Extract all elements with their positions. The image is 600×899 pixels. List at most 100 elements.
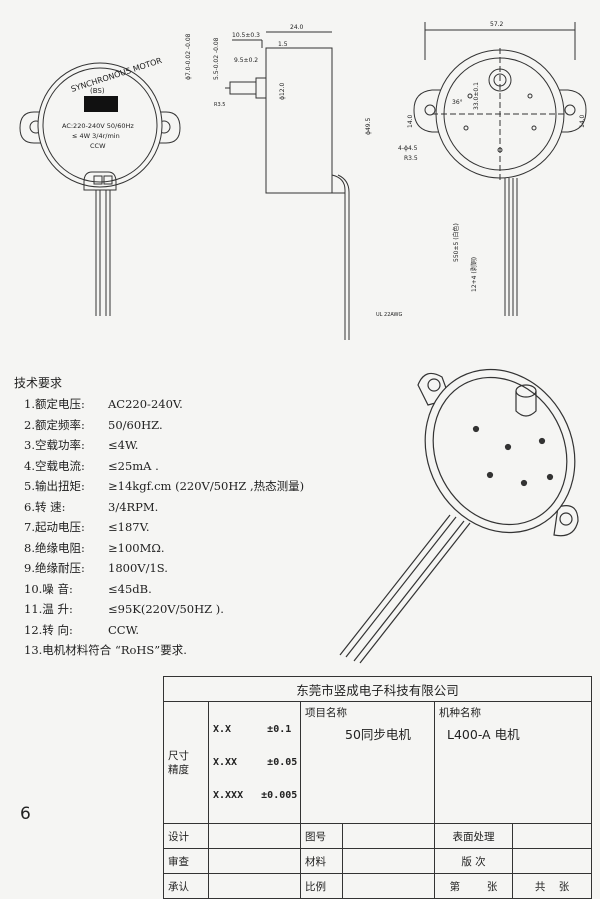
- requirement-item: 9.绝缘耐压: 1800V/1S.: [24, 558, 304, 579]
- side-view: [225, 31, 350, 340]
- requirement-key: 10.噪 音:: [24, 581, 73, 596]
- scale-value: [342, 873, 435, 899]
- requirement-item: 12.转 向: CCW.: [24, 620, 304, 641]
- requirement-item: 7.起动电压: ≤187V.: [24, 517, 304, 538]
- drawing-no-label: 图号: [300, 823, 343, 849]
- requirement-value: ≤25mA .: [108, 458, 159, 473]
- dim-d8: ϕ49.5: [365, 118, 372, 136]
- requirement-key: 11.温 升:: [24, 602, 73, 616]
- size-label: 尺寸: [168, 749, 189, 762]
- model-label: 机种名称: [439, 707, 481, 719]
- requirement-key: 13.电机材料符合 “RoHS”要求.: [24, 643, 187, 657]
- requirement-key: 5.输出扭矩:: [24, 479, 85, 493]
- requirement-item: 6.转 速: 3/4RPM.: [24, 497, 304, 518]
- project-value: 50同步电机: [345, 727, 411, 742]
- requirement-key: 7.起动电压:: [24, 520, 85, 534]
- dim-d1: 10.5±0.3: [232, 32, 260, 39]
- project-cell: 项目名称 50同步电机: [300, 701, 435, 824]
- dim-d12: 14.0: [407, 114, 414, 128]
- design-label: 设计: [163, 823, 209, 849]
- surface-value: [511, 823, 593, 849]
- requirement-item: 8.绝缘电阻: ≥100MΩ.: [24, 538, 304, 559]
- requirement-item: 4.空载电流: ≤25mA .: [24, 456, 304, 477]
- dim-d15: 550±5 (白色): [452, 223, 460, 262]
- tolerance-table: X.X ±0.1 X.XX ±0.05 X.XXX ±0.005: [208, 701, 301, 824]
- requirement-value: ≥14kgf.cm (220V/50HZ ,热态测量): [108, 479, 305, 493]
- requirement-value: AC220-240V.: [108, 397, 183, 411]
- dim-d4: 9.5±0.2: [234, 57, 258, 64]
- requirement-item: 1.额定电压: AC220-240V.: [24, 394, 304, 415]
- requirement-value: CCW.: [108, 622, 140, 637]
- requirement-item: 2.额定频率: 50/60HZ.: [24, 415, 304, 436]
- approve-label: 承认: [163, 873, 209, 899]
- motor-spec1-text: AC:220-240V 50/60Hz: [62, 122, 134, 130]
- design-value: [208, 823, 301, 849]
- precision-label: 精度: [168, 763, 189, 776]
- company-name: 东莞市竖成电子科技有限公司: [162, 676, 593, 702]
- dim-d6: 5.5-0.02 -0.08: [213, 37, 220, 80]
- dim-d14: R3.5: [404, 155, 418, 162]
- dim-d19: 14.0: [579, 114, 586, 128]
- motor-spec2-text: ≤ 4W 3/4r/min: [72, 132, 120, 140]
- requirement-value: 3/4RPM.: [108, 499, 159, 514]
- requirement-value: ≤95K(220V/50HZ ).: [108, 602, 224, 616]
- dim-d11: 33.0±0.1: [473, 82, 480, 110]
- model-value: L400-A 电机: [447, 727, 520, 742]
- requirement-key: 6.转 速:: [24, 499, 66, 514]
- requirement-key: 12.转 向:: [24, 622, 73, 637]
- technical-drawing: SYNCHRONOUS MOTOR (BS) AC:220-240V 50/60…: [19, 21, 587, 340]
- dim-d13: 4-ϕ4.5: [398, 145, 418, 152]
- dim-d10: 57.2: [490, 21, 504, 28]
- requirement-value: 50/60HZ.: [108, 417, 163, 432]
- version-value: [511, 848, 593, 874]
- requirement-value: ≥100MΩ.: [108, 540, 165, 555]
- title-block: 东莞市竖成电子科技有限公司 尺寸 精度 X.X ±0.1 X.XX ±0.05 …: [162, 676, 593, 899]
- material-value: [342, 848, 435, 874]
- requirement-key: 2.额定频率:: [24, 417, 85, 432]
- size-precision-label: 尺寸 精度: [163, 701, 209, 824]
- version-label: 版 次: [434, 848, 513, 874]
- review-value: [208, 848, 301, 874]
- requirement-item: 10.噪 音: ≤45dB.: [24, 579, 304, 600]
- dim-d3: 1.5: [278, 41, 288, 48]
- dim-d5: ϕ7.0-0.02 -0.08: [185, 33, 192, 80]
- sheet-total: 共 张: [511, 873, 593, 899]
- requirement-key: 3.空载功率:: [24, 438, 85, 452]
- requirement-key: 4.空载电流:: [24, 458, 85, 473]
- tolerance-1: X.X ±0.1: [213, 724, 292, 735]
- dim-d7: ϕ12.0: [279, 83, 286, 101]
- requirement-item: 3.空载功率: ≤4W.: [24, 435, 304, 456]
- requirement-value: ≤45dB.: [108, 581, 152, 596]
- sheet-no: 第 张: [434, 873, 513, 899]
- requirement-key: 9.绝缘耐压:: [24, 561, 85, 575]
- requirement-key: 1.额定电压:: [24, 397, 85, 411]
- dim-d16: 12+4 (剥铜): [470, 257, 478, 292]
- scale-label: 比例: [300, 873, 343, 899]
- tolerance-2: X.XX ±0.05: [213, 757, 298, 768]
- requirements-title: 技术要求: [14, 376, 63, 390]
- requirement-value: ≤4W.: [108, 438, 139, 452]
- project-label: 项目名称: [305, 707, 347, 719]
- requirement-item: 5.输出扭矩: ≥14kgf.cm (220V/50HZ ,热态测量): [24, 476, 304, 497]
- dim-d9: R3.5: [214, 102, 225, 108]
- tolerance-3: X.XXX ±0.005: [213, 790, 298, 801]
- motor-direction-text: CCW: [90, 142, 106, 150]
- dim-d2: 24.0: [290, 24, 304, 31]
- back-view: [413, 22, 587, 316]
- approve-value: [208, 873, 301, 899]
- requirement-key: 8.绝缘电阻:: [24, 540, 85, 555]
- requirement-value: ≤187V.: [108, 520, 150, 534]
- drawing-no-value: [342, 823, 435, 849]
- isometric-view: [339, 368, 579, 664]
- requirement-value: 1800V/1S.: [108, 561, 168, 575]
- motor-code-text: (BS): [90, 87, 105, 95]
- front-view: [19, 62, 181, 316]
- dim-d18: 36°: [452, 99, 463, 106]
- requirement-item: 13.电机材料符合 “RoHS”要求.: [24, 640, 304, 661]
- dim-d17: UL 22AWG: [376, 312, 402, 318]
- material-label: 材料: [300, 848, 343, 874]
- requirements-list: 1.额定电压: AC220-240V. 2.额定频率: 50/60HZ. 3.空载功…: [24, 394, 304, 661]
- review-label: 审查: [163, 848, 209, 874]
- surface-label: 表面处理: [434, 823, 513, 849]
- model-cell: 机种名称 L400-A 电机: [433, 701, 593, 824]
